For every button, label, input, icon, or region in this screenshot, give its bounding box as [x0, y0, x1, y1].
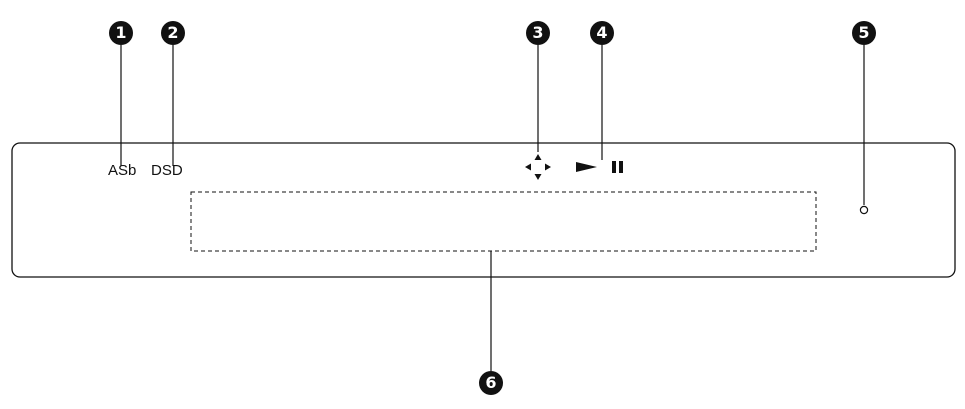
callout-4: 4	[590, 21, 614, 45]
standby-indicator-icon	[859, 205, 869, 215]
indicator-asb: ASb	[108, 162, 137, 179]
callout-6: 6	[479, 371, 503, 395]
callout-3: 3	[526, 21, 550, 45]
callout-1: 1	[109, 21, 133, 45]
indicator-dsd: DSD	[151, 162, 183, 179]
play-icon	[576, 162, 597, 172]
display-area	[190, 191, 817, 252]
callout-2: 2	[161, 21, 185, 45]
pause-icon	[612, 161, 623, 173]
callout-5: 5	[852, 21, 876, 45]
cursor-arrows-icon	[525, 154, 551, 180]
front-panel-outline	[11, 142, 956, 278]
